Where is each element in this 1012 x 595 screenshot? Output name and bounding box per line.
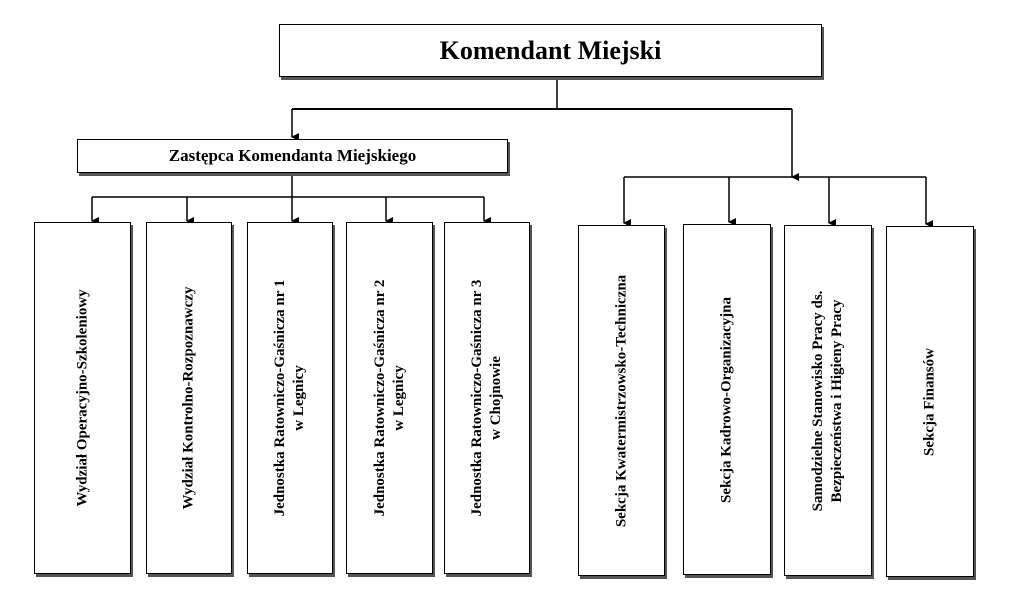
- unit-jrg-3: Jednostka Ratowniczo-Gaśnicza nr 3 w Cho…: [444, 222, 530, 574]
- unit-label-line: Sekcja Kwatermistrzowsko-Techniczna: [613, 274, 629, 527]
- unit-label-line: Jednostka Ratowniczo-Gaśnicza nr 1: [272, 279, 288, 517]
- unit-label-line: Sekcja Finansów: [921, 347, 938, 456]
- unit-label: Sekcja Kwatermistrzowsko-Techniczna: [612, 274, 631, 526]
- unit-label-line: Jednostka Ratowniczo-Gaśnicza nr 3: [469, 279, 485, 517]
- unit-quartermaster-technical: Sekcja Kwatermistrzowsko-Techniczna: [578, 225, 665, 576]
- unit-label-line: Jednostka Ratowniczo-Gaśnicza nr 2: [371, 279, 388, 517]
- unit-label: Jednostka Ratowniczo-Gaśnicza nr 1 w Leg…: [271, 280, 309, 517]
- unit-label: Sekcja Kadrowo-Organizacyjna: [718, 297, 737, 503]
- unit-health-safety: Samodzielne Stanowisko Pracy ds. Bezpiec…: [784, 225, 872, 576]
- unit-label: Samodzielne Stanowisko Pracy ds. Bezpiec…: [809, 290, 847, 511]
- deputy-label: Zastępca Komendanta Miejskiego: [168, 146, 417, 165]
- deputy-box: Zastępca Komendanta Miejskiego: [77, 139, 508, 173]
- unit-label: Wydział Operacyjno-Szkoleniowy: [73, 289, 92, 506]
- unit-label-line: Wydział Operacyjno-Szkoleniowy: [74, 289, 90, 507]
- unit-label-line: Bezpieczeństwa i Higieny Pracy: [829, 299, 845, 502]
- unit-label-line: Samodzielne Stanowisko Pracy ds.: [810, 290, 826, 511]
- unit-label: Jednostka Ratowniczo-Gaśnicza nr 3 w Cho…: [468, 280, 506, 517]
- unit-label-line: Wydział Kontrolno-Rozpoznawczy: [180, 286, 197, 510]
- commander-box: Komendant Miejski: [279, 24, 822, 77]
- unit-personnel-organization: Sekcja Kadrowo-Organizacyjna: [683, 224, 771, 575]
- unit-operational-training: Wydział Operacyjno-Szkoleniowy: [34, 222, 131, 574]
- unit-label: Jednostka Ratowniczo-Gaśnicza nr 2 w Leg…: [371, 280, 409, 517]
- unit-jrg-2: Jednostka Ratowniczo-Gaśnicza nr 2 w Leg…: [346, 222, 433, 574]
- unit-label-line: w Legnicy: [291, 365, 307, 431]
- unit-jrg-1: Jednostka Ratowniczo-Gaśnicza nr 1 w Leg…: [247, 222, 333, 574]
- unit-label-line: w Chojnowie: [488, 356, 504, 440]
- unit-control-reconnaissance: Wydział Kontrolno-Rozpoznawczy: [146, 222, 232, 574]
- unit-label: Sekcja Finansów: [921, 348, 940, 456]
- unit-label-line: Sekcja Kadrowo-Organizacyjna: [718, 296, 735, 503]
- unit-finance: Sekcja Finansów: [886, 226, 974, 577]
- unit-label: Wydział Kontrolno-Rozpoznawczy: [180, 287, 199, 510]
- commander-label: Komendant Miejski: [439, 35, 662, 65]
- unit-label-line: w Legnicy: [390, 365, 407, 431]
